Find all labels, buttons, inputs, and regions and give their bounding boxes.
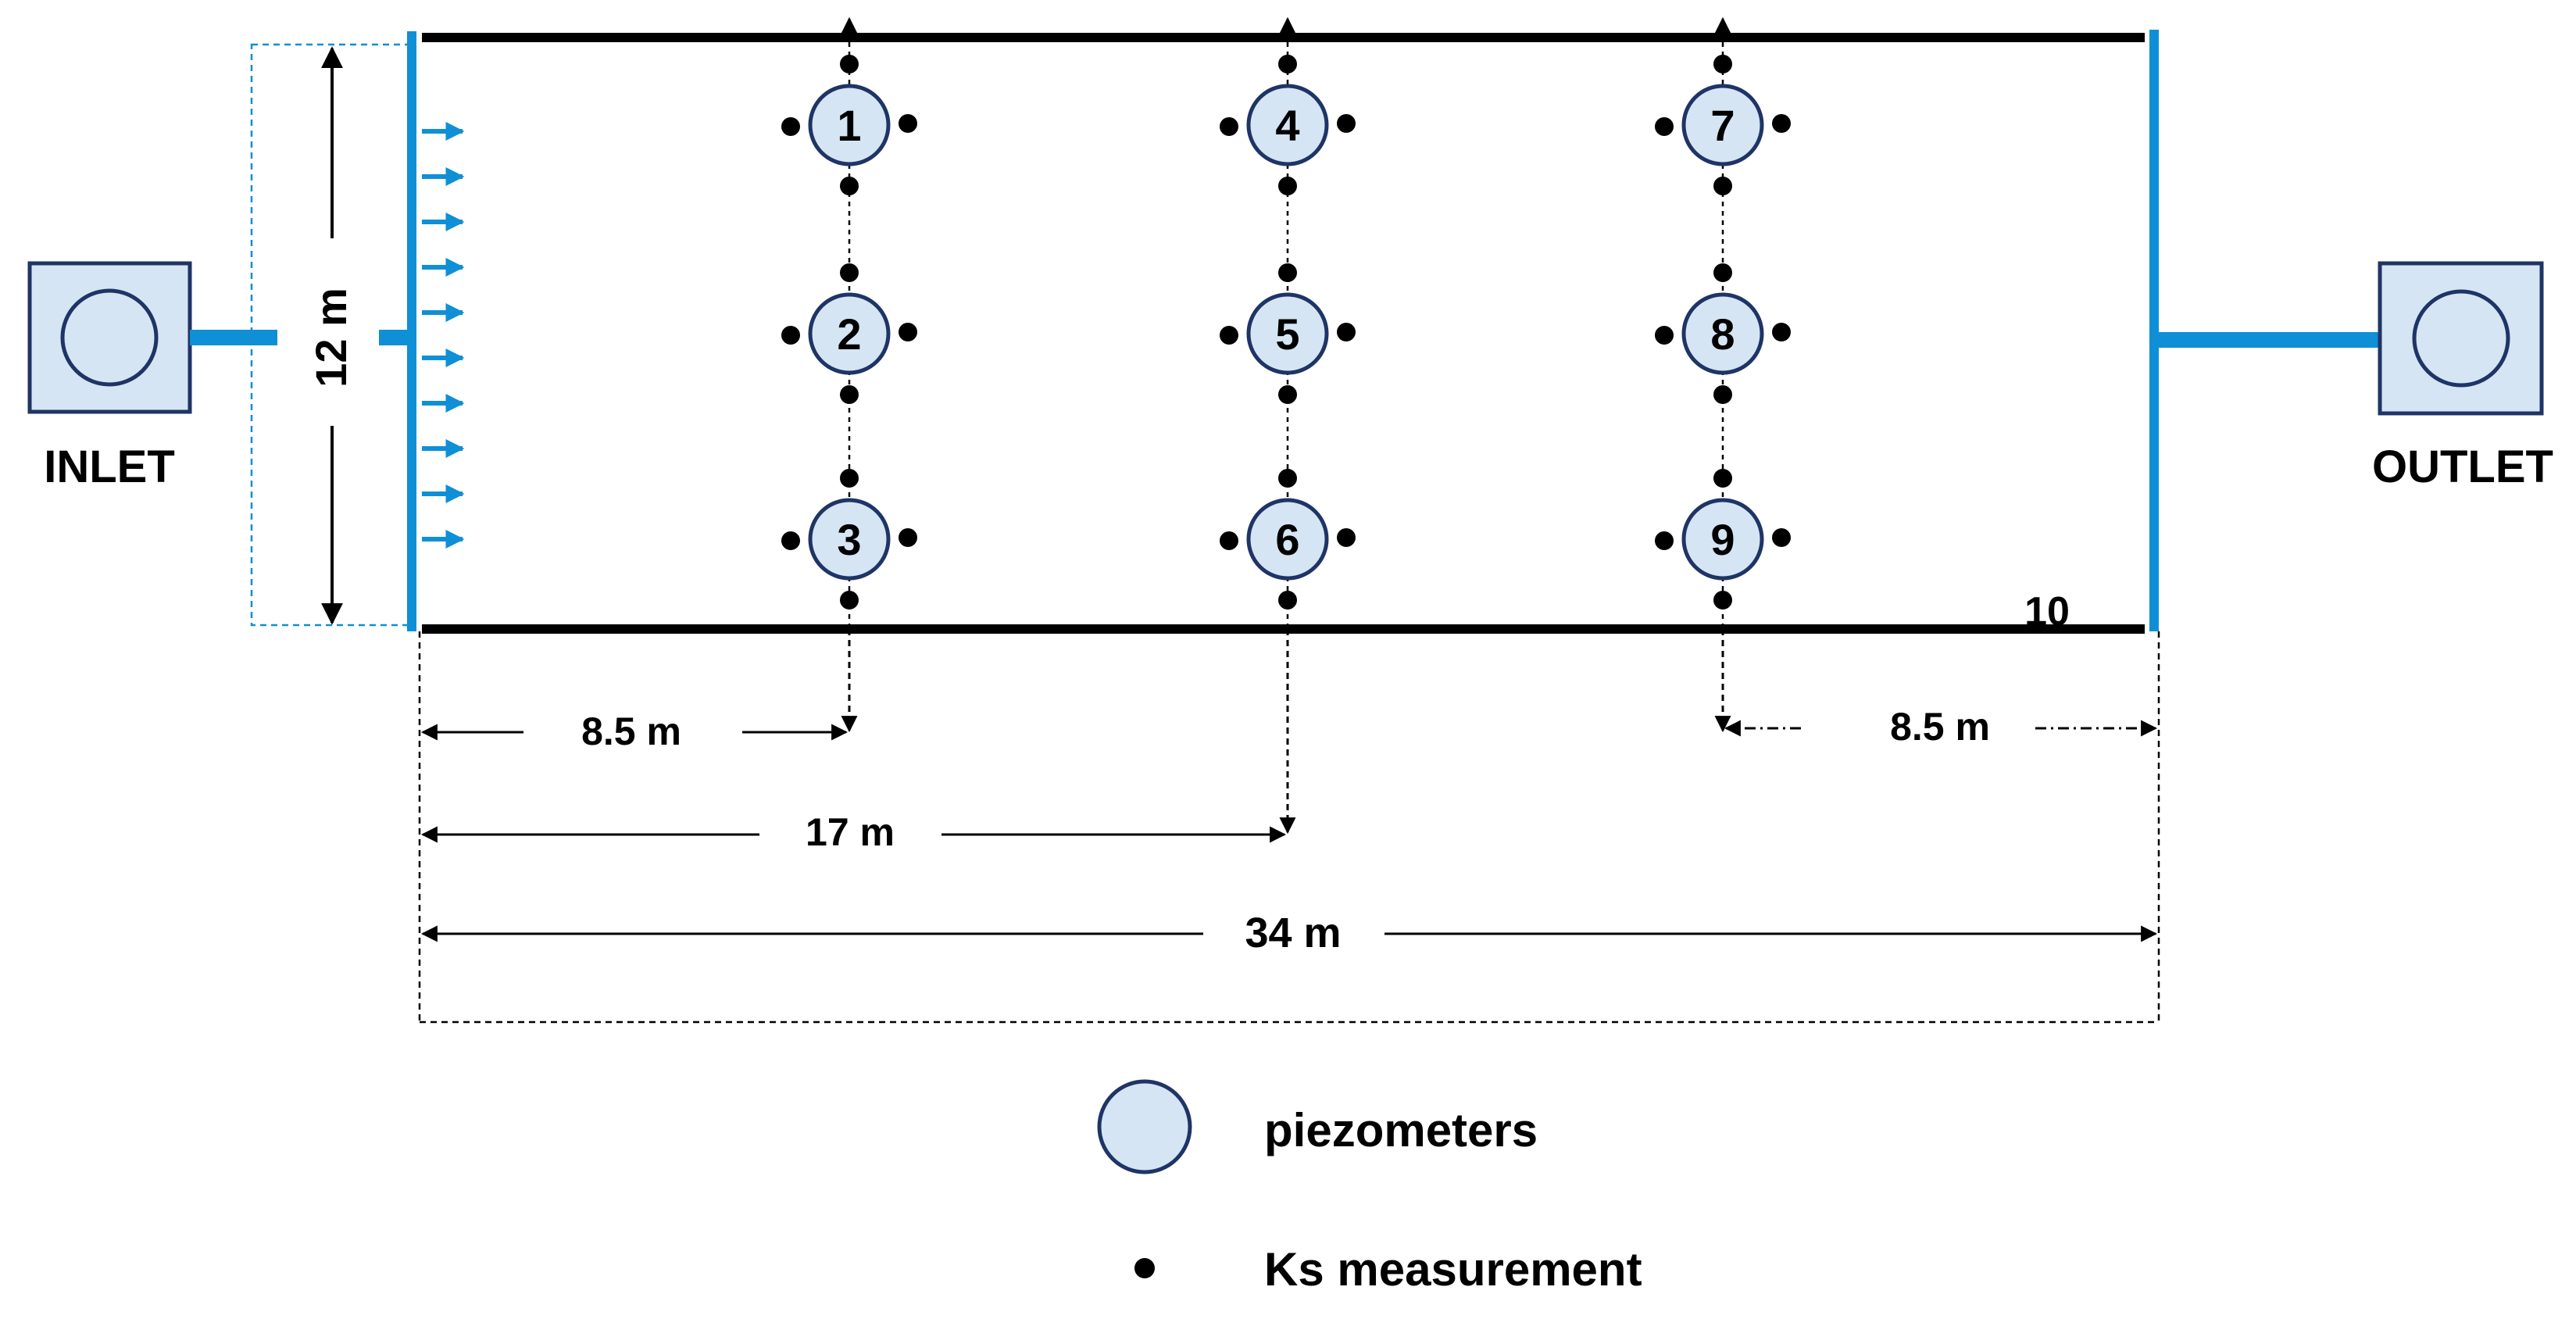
ks-measurement-dot bbox=[840, 469, 859, 488]
ks-measurement-dot bbox=[1713, 55, 1732, 73]
ks-measurement-dot bbox=[1713, 263, 1732, 282]
length-dimension-frame bbox=[418, 631, 2160, 1024]
inflow-arrows bbox=[422, 122, 465, 549]
ks-measurement-dot bbox=[1655, 117, 1674, 136]
inlet-label: INLET bbox=[44, 441, 175, 492]
ks-measurement-dot bbox=[1278, 177, 1297, 195]
outlet-circle bbox=[2412, 289, 2510, 388]
outlet-label: OUTLET bbox=[2372, 441, 2553, 492]
ks-measurement-dot bbox=[1278, 469, 1297, 488]
width-label: 12 m bbox=[306, 288, 355, 388]
ks-measurement-dot bbox=[781, 117, 800, 136]
ks-measurement-dot bbox=[1337, 323, 1356, 341]
dim-middle-row-label: 17 m bbox=[806, 810, 895, 854]
legend-ks-label: Ks measurement bbox=[1264, 1243, 1642, 1296]
piezometer-number: 3 bbox=[837, 515, 861, 564]
piezometer-number: 5 bbox=[1275, 309, 1299, 359]
piezometer-circle bbox=[1681, 84, 1764, 166]
ks-measurement-dot bbox=[1278, 263, 1297, 282]
basin bbox=[407, 30, 2159, 634]
ks-measurement-dot bbox=[1278, 591, 1297, 609]
ks-measurement-dot bbox=[840, 55, 859, 73]
piezometer: 8 bbox=[1655, 263, 1791, 404]
legend: piezometers Ks measurement bbox=[1097, 1079, 1642, 1296]
dim-last-row-label: 8.5 m bbox=[1890, 705, 1990, 749]
ks-measurement-dot bbox=[1772, 114, 1791, 133]
ks-measurement-dot bbox=[1220, 531, 1238, 550]
corner-label: 10 bbox=[2024, 589, 2070, 634]
ks-measurement-dot bbox=[899, 323, 917, 341]
ks-measurement-dot bbox=[840, 263, 859, 282]
piezometer-number: 6 bbox=[1275, 515, 1299, 564]
ks-measurement-dot bbox=[781, 326, 800, 345]
piezometer-circle bbox=[808, 498, 891, 581]
piezometer-circle bbox=[1246, 292, 1329, 375]
piezometer-number: 1 bbox=[837, 101, 861, 150]
legend-piezometers-label: piezometers bbox=[1264, 1104, 1538, 1156]
piezometer-circle bbox=[808, 292, 891, 375]
ks-measurement-dot bbox=[1337, 528, 1356, 547]
legend-piezometer-icon bbox=[1097, 1079, 1192, 1174]
ks-measurement-dot bbox=[1713, 469, 1732, 488]
piezometer-number: 9 bbox=[1710, 515, 1735, 564]
piezometer-number: 4 bbox=[1275, 101, 1299, 150]
piezometer-number: 8 bbox=[1710, 309, 1735, 359]
legend-ks-dot-icon bbox=[1134, 1258, 1155, 1278]
dimension-first-row: 8.5 m bbox=[420, 710, 849, 753]
dimension-middle-row: 17 m bbox=[420, 810, 1287, 854]
piezometer: 1 bbox=[781, 55, 917, 195]
ks-measurement-dot bbox=[781, 531, 800, 550]
piezometer-number: 2 bbox=[837, 309, 861, 359]
inlet-circle bbox=[60, 288, 159, 387]
piezometer: 6 bbox=[1220, 469, 1356, 609]
ks-measurement-dot bbox=[1713, 177, 1732, 195]
piezometer-circle bbox=[808, 84, 891, 166]
inlet-unit: INLET bbox=[27, 261, 412, 492]
ks-measurement-dot bbox=[1278, 55, 1297, 73]
piezometer-circle bbox=[1246, 498, 1329, 581]
ks-measurement-dot bbox=[1655, 326, 1674, 345]
ks-measurement-dot bbox=[840, 177, 859, 195]
piezometer: 2 bbox=[781, 263, 917, 404]
piezometer: 9 bbox=[1655, 469, 1791, 609]
dimension-total-length: 34 m bbox=[420, 910, 2158, 956]
piezometer-circle bbox=[1246, 84, 1329, 166]
piezometer-grid: 1 2 3 4 5 6 7 8 9 bbox=[781, 16, 1791, 625]
column-drop-lines bbox=[841, 629, 1731, 835]
dim-total-length-label: 34 m bbox=[1245, 910, 1341, 956]
dimension-last-row: 8.5 m bbox=[1724, 705, 2158, 749]
piezometer: 4 bbox=[1220, 55, 1356, 195]
ks-measurement-dot bbox=[1772, 323, 1791, 341]
ks-measurement-dot bbox=[1713, 385, 1732, 404]
ks-measurement-dot bbox=[1337, 114, 1356, 133]
ks-measurement-dot bbox=[840, 591, 859, 609]
piezometer-number: 7 bbox=[1710, 101, 1735, 150]
piezometer: 5 bbox=[1220, 263, 1356, 404]
width-dimension: 12 m bbox=[306, 46, 355, 625]
piezometer: 3 bbox=[781, 469, 917, 609]
ks-measurement-dot bbox=[1772, 528, 1791, 547]
piezometer-circle bbox=[1681, 498, 1764, 581]
ks-measurement-dot bbox=[1220, 326, 1238, 345]
piezometer: 7 bbox=[1655, 55, 1791, 195]
ks-measurement-dot bbox=[899, 114, 917, 133]
ks-measurement-dot bbox=[899, 528, 917, 547]
piezometer-circle bbox=[1681, 292, 1764, 375]
ks-measurement-dot bbox=[1220, 117, 1238, 136]
ks-measurement-dot bbox=[840, 385, 859, 404]
ks-measurement-dot bbox=[1655, 531, 1674, 550]
ks-measurement-dot bbox=[1278, 385, 1297, 404]
outlet-unit: OUTLET bbox=[2154, 261, 2553, 492]
dim-first-row-label: 8.5 m bbox=[581, 710, 681, 753]
ks-measurement-dot bbox=[1713, 591, 1732, 609]
